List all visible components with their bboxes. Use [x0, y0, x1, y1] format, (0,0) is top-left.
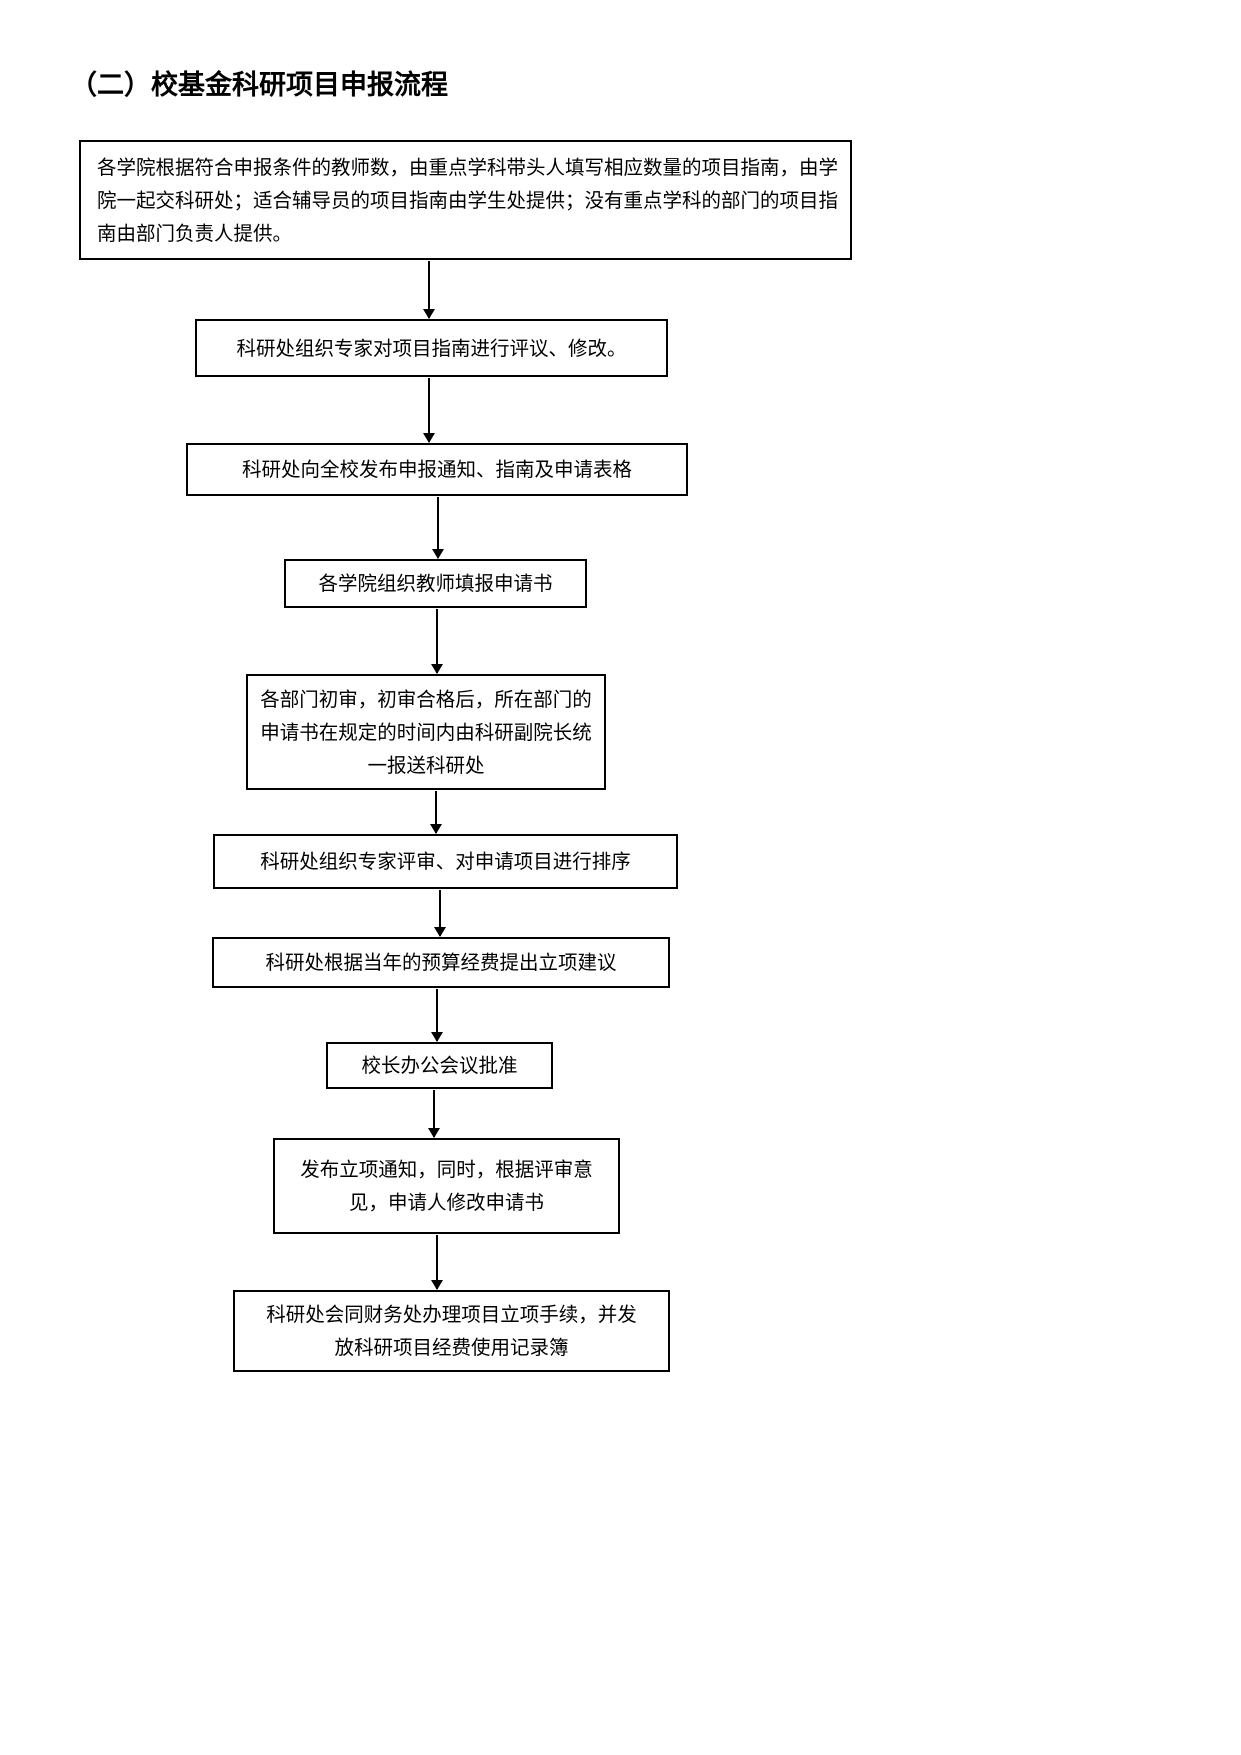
- flow-step-9: 发布立项通知，同时，根据评审意见，申请人修改申请书: [273, 1138, 620, 1234]
- flow-step-8-text: 校长办公会议批准: [361, 1054, 518, 1077]
- flow-step-5-text: 各部门初审，初审合格后，所在部门的申请书在规定的时间内由科研副院长统一报送科研处: [260, 687, 592, 777]
- flow-step-10: 科研处会同财务处办理项目立项手续，并发放科研项目经费使用记录簿: [233, 1290, 670, 1372]
- flow-step-2-text: 科研处组织专家对项目指南进行评议、修改。: [236, 336, 627, 360]
- flow-step-3: 科研处向全校发布申报通知、指南及申请表格: [186, 443, 688, 496]
- flow-step-1: 各学院根据符合申报条件的教师数，由重点学科带头人填写相应数量的项目指南，由学院一…: [79, 140, 852, 260]
- flow-step-8: 校长办公会议批准: [326, 1042, 553, 1089]
- flow-step-9-text: 发布立项通知，同时，根据评审意见，申请人修改申请书: [300, 1158, 593, 1214]
- flow-step-1-text: 各学院根据符合申报条件的教师数，由重点学科带头人填写相应数量的项目指南，由学院一…: [97, 155, 839, 245]
- flow-step-7-text: 科研处根据当年的预算经费提出立项建议: [265, 951, 617, 974]
- flow-step-4: 各学院组织教师填报申请书: [284, 559, 587, 608]
- flow-step-7: 科研处根据当年的预算经费提出立项建议: [212, 937, 670, 988]
- flow-step-5: 各部门初审，初审合格后，所在部门的申请书在规定的时间内由科研副院长统一报送科研处: [246, 674, 606, 790]
- flow-step-6: 科研处组织专家评审、对申请项目进行排序: [213, 834, 678, 889]
- flow-step-10-text: 科研处会同财务处办理项目立项手续，并发放科研项目经费使用记录簿: [266, 1303, 637, 1359]
- flow-step-6-text: 科研处组织专家评审、对申请项目进行排序: [260, 850, 631, 873]
- flow-step-4-text: 各学院组织教师填报申请书: [318, 572, 553, 595]
- flow-step-3-text: 科研处向全校发布申报通知、指南及申请表格: [241, 458, 632, 481]
- flow-step-2: 科研处组织专家对项目指南进行评议、修改。: [195, 319, 668, 377]
- page-title: （二）校基金科研项目申报流程: [70, 70, 448, 101]
